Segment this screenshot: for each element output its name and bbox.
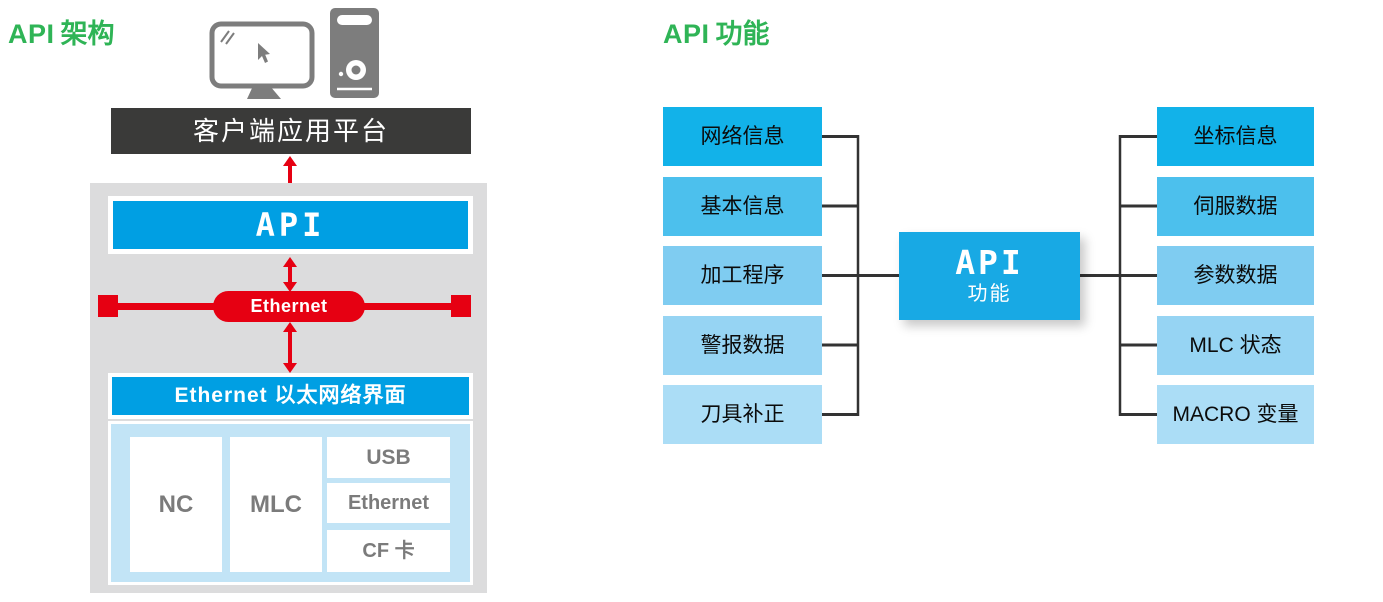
- computer-workstation-icon: [209, 8, 379, 99]
- usb-cell: USB: [327, 437, 450, 478]
- ethernet-interface-label: Ethernet 以太网络界面: [112, 377, 469, 415]
- input-box-alarm-data: 警报数据: [663, 316, 822, 375]
- cf-card-cell: CF 卡: [327, 530, 450, 572]
- nc-cell: NC: [130, 437, 222, 572]
- output-box-coordinate-info: 坐标信息: [1157, 107, 1314, 166]
- input-box-tool-compensation: 刀具补正: [663, 385, 822, 444]
- mlc-cell: MLC: [230, 437, 322, 572]
- right-title-zh: 功能: [715, 19, 770, 49]
- api-layer-label: API: [113, 201, 468, 249]
- api-function-box: API 功能: [899, 232, 1080, 320]
- ethernet-terminator-left: [98, 295, 118, 317]
- api-function-box-subtitle: 功能: [967, 283, 1012, 305]
- input-box-network-info: 网络信息: [663, 107, 822, 166]
- double-arrow-icon: [283, 322, 297, 373]
- ethernet-pill: Ethernet: [213, 291, 365, 322]
- output-box-servo-data: 伺服数据: [1157, 177, 1314, 236]
- client-platform-bar: 客户端应用平台: [111, 108, 471, 154]
- api-layer-bar: API: [108, 196, 473, 254]
- right-title-api: API: [663, 19, 710, 49]
- controller-panel: NC MLC USB Ethernet CF 卡: [108, 421, 473, 585]
- input-box-basic-info: 基本信息: [663, 177, 822, 236]
- output-box-mlc-status: MLC 状态: [1157, 316, 1314, 375]
- output-box-parameter-data: 参数数据: [1157, 246, 1314, 305]
- api-function-box-title: API: [955, 243, 1024, 282]
- left-title-api: API: [8, 19, 55, 49]
- ethernet-interface-bar: Ethernet 以太网络界面: [108, 373, 473, 419]
- output-box-macro-variable: MACRO 变量: [1157, 385, 1314, 444]
- left-title-zh: 架构: [60, 19, 115, 49]
- cursor-icon: [258, 43, 270, 63]
- ethernet-terminator-right: [451, 295, 471, 317]
- input-box-machining-program: 加工程序: [663, 246, 822, 305]
- ethernet-cell: Ethernet: [327, 483, 450, 523]
- double-arrow-icon: [283, 257, 297, 292]
